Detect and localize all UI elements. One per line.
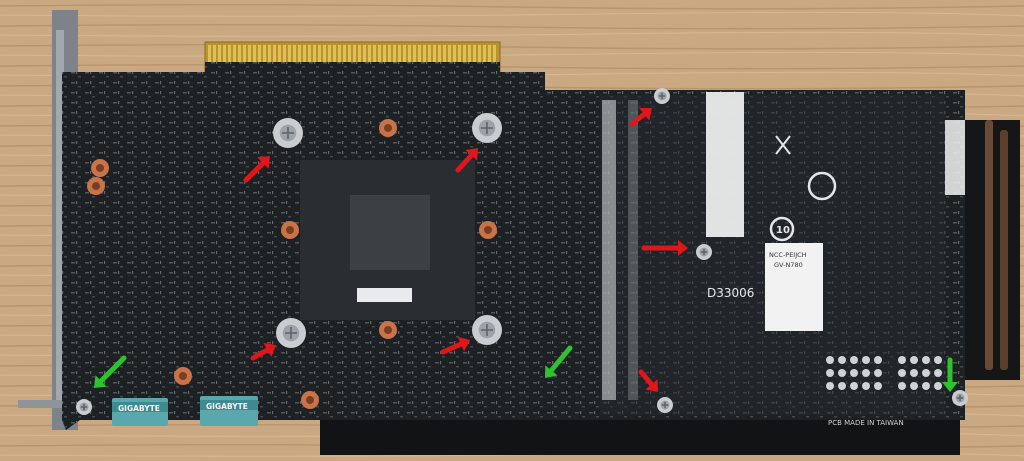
- sticker-text-1: NCC-PEIJCH: [769, 251, 807, 259]
- cap-brand-label-1: GIGABYTE: [118, 404, 160, 413]
- screws: [76, 88, 968, 415]
- cap-brand-label-2: GIGABYTE: [206, 402, 248, 411]
- arrow-marker: [440, 336, 470, 355]
- bottom-print-label: PCB MADE IN TAIWAN: [828, 419, 904, 427]
- arrow-marker: [638, 369, 658, 392]
- red-arrows: [243, 108, 688, 392]
- weee-bin-icon: [775, 135, 791, 155]
- arrow-marker: [641, 240, 688, 256]
- pb-free-icon: [807, 171, 837, 201]
- pcb-barcode-label: [357, 288, 412, 302]
- green-arrows: [94, 345, 958, 392]
- arrow-marker: [94, 355, 127, 388]
- arrow-marker: [629, 108, 652, 127]
- arrow-marker: [243, 156, 270, 183]
- cert-circle-icon: [769, 216, 795, 242]
- cooler-shroud: [320, 415, 960, 455]
- arrow-marker: [250, 342, 276, 361]
- display-connectors: [112, 396, 258, 426]
- sticker-text-2: GV-N780: [774, 261, 803, 269]
- arrow-marker: [455, 148, 478, 173]
- pcb-code-label: D33006: [707, 286, 754, 300]
- cert-mark-label: 10: [776, 225, 790, 236]
- copper-pads: [87, 119, 497, 409]
- pin-header: [826, 356, 942, 390]
- cert-sticker: [765, 243, 823, 331]
- stickers: [706, 92, 965, 331]
- arrow-marker: [942, 357, 958, 392]
- arrow-marker: [545, 345, 573, 378]
